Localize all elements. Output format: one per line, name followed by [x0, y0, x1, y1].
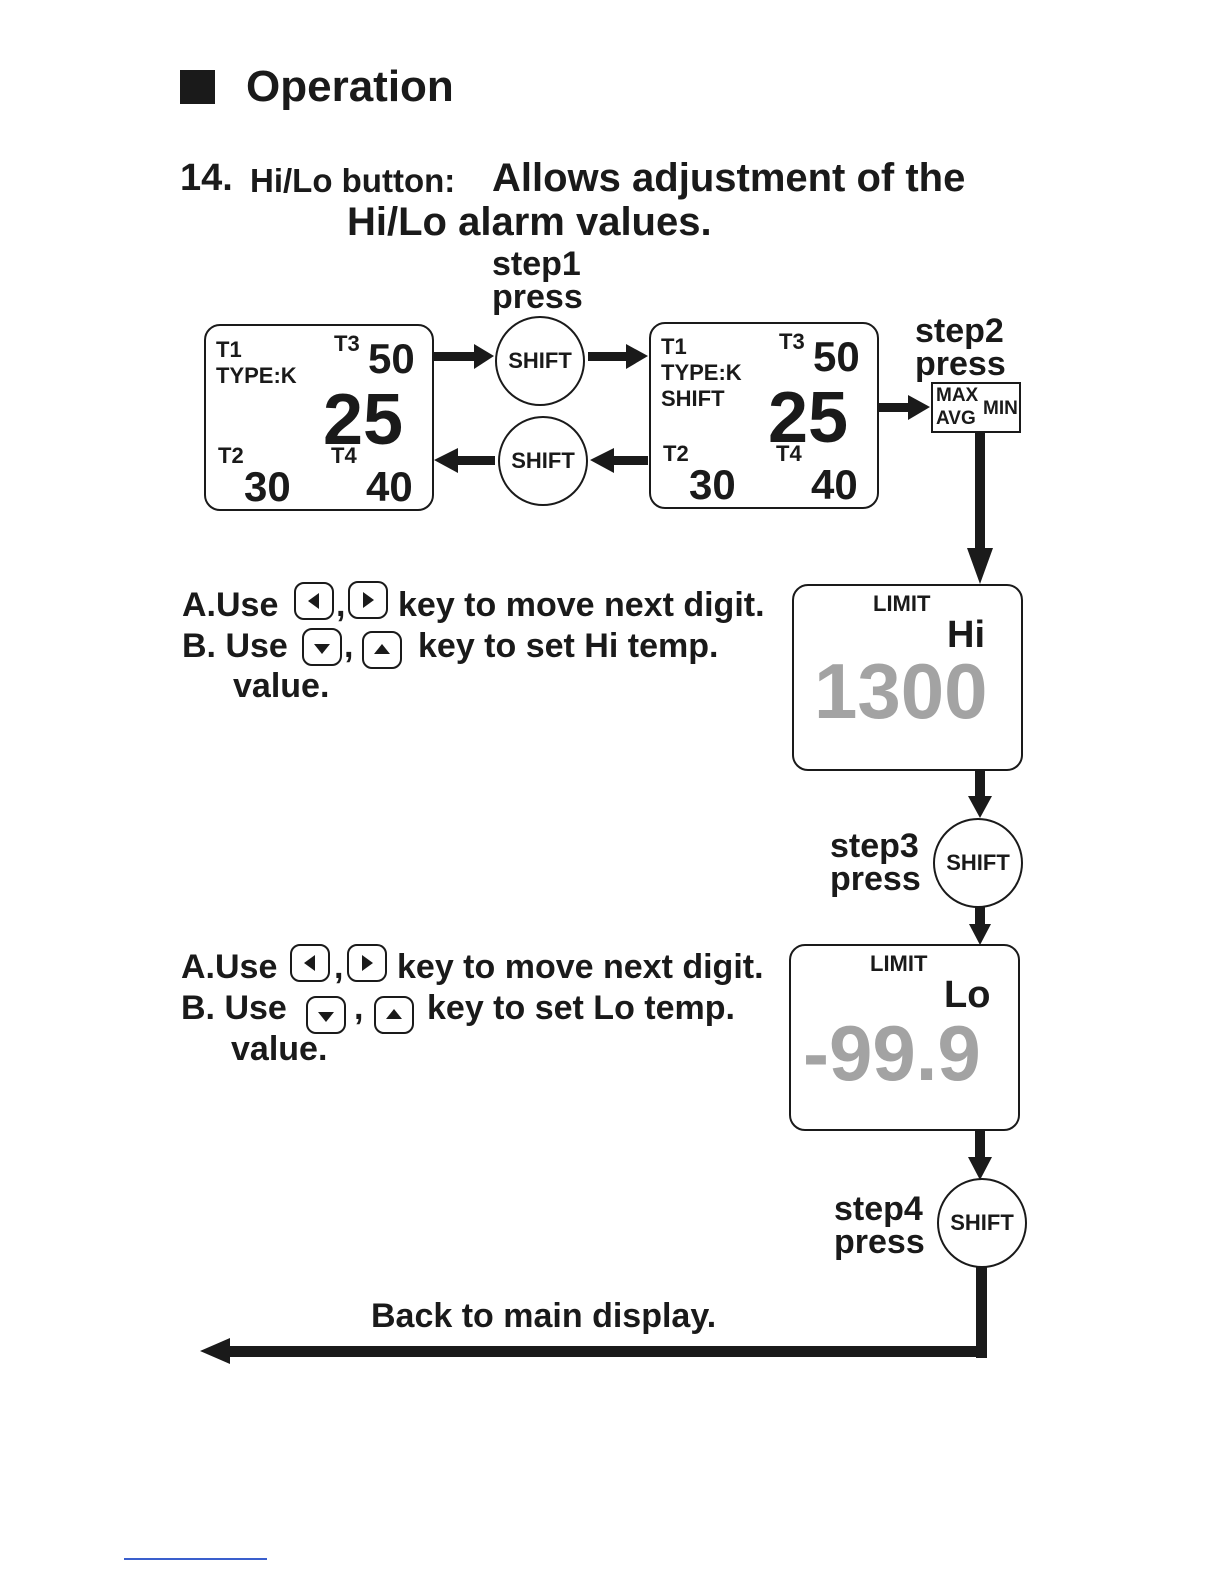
- limit-lo-display: LIMIT Lo -99.9: [789, 944, 1020, 1131]
- t3-value: 50: [368, 335, 415, 382]
- lo-instruction-comma-2: ,: [354, 989, 364, 1027]
- avg-label: AVG: [936, 408, 976, 429]
- item-description-line2: Hi/Lo alarm values.: [347, 200, 712, 244]
- max-avg-min-button[interactable]: MAX AVG MIN: [931, 382, 1021, 433]
- lo-instruction-b-prefix: B. Use: [181, 989, 287, 1027]
- step4-action: press: [834, 1223, 925, 1261]
- t2-label: T2: [218, 443, 244, 468]
- step3-label: step3 press: [830, 827, 921, 898]
- down-arrow-key-icon: [306, 996, 346, 1034]
- lo-instruction-b-line2: value.: [231, 1030, 328, 1068]
- shift-button-step1[interactable]: SHIFT: [495, 316, 585, 406]
- t3-label: T3: [334, 331, 360, 356]
- step3-action: press: [830, 860, 921, 898]
- right-arrow-key-icon: [348, 581, 388, 619]
- lo-instruction-b-suffix: key to set Lo temp.: [427, 989, 735, 1027]
- lcd-shift-display: T1 TYPE:K SHIFT T3 50 25 T2 30 T4 40: [649, 322, 879, 509]
- left-arrow-key-icon: [294, 582, 334, 620]
- item-description-line1: Allows adjustment of the: [492, 156, 966, 200]
- section-title: Operation: [246, 62, 454, 111]
- hi-instruction-b-suffix: key to set Hi temp.: [418, 627, 719, 665]
- type-label: TYPE:K: [661, 360, 742, 385]
- lo-mode-label: Lo: [944, 974, 991, 1016]
- right-arrow-key-icon: [347, 944, 387, 982]
- lcd-main-display: T1 TYPE:K T3 50 25 T2 30 T4 40: [204, 324, 434, 511]
- hi-mode-label: Hi: [947, 614, 985, 656]
- step1-action: press: [492, 278, 583, 316]
- t3-value: 50: [813, 333, 860, 380]
- lo-limit-value: -99.9: [803, 1009, 981, 1097]
- shift-button-return[interactable]: SHIFT: [498, 416, 588, 506]
- step2-name: step2: [915, 312, 1004, 350]
- hi-instruction-comma: ,: [336, 586, 346, 624]
- step2-label: step2 press: [915, 312, 1006, 383]
- hi-instruction-a-prefix: A.Use: [182, 586, 279, 624]
- step4-name: step4: [834, 1190, 923, 1228]
- max-label: MAX: [936, 385, 979, 406]
- lo-instruction-comma: ,: [334, 948, 344, 986]
- hi-instruction-comma-2: ,: [344, 627, 354, 665]
- hi-instruction-b-prefix: B. Use: [182, 627, 288, 665]
- shift-button-step3[interactable]: SHIFT: [933, 818, 1023, 908]
- step1-name: step1: [492, 245, 581, 283]
- t2-label: T2: [663, 441, 689, 466]
- limit-label: LIMIT: [870, 951, 928, 976]
- section-bullet-icon: [180, 70, 215, 104]
- item-button-name: Hi/Lo button:: [250, 162, 456, 199]
- t2-value: 30: [244, 463, 291, 510]
- t4-value: 40: [811, 461, 858, 508]
- t3-label: T3: [779, 329, 805, 354]
- shift-mode-label: SHIFT: [661, 386, 725, 411]
- hi-limit-value: 1300: [814, 647, 988, 735]
- down-arrow-key-icon: [302, 628, 342, 666]
- t4-label: T4: [776, 441, 802, 466]
- t4-label: T4: [331, 443, 357, 468]
- min-label: MIN: [983, 398, 1018, 419]
- limit-hi-display: LIMIT Hi 1300: [792, 584, 1023, 771]
- step1-label: step1 press: [492, 245, 583, 316]
- main-temperature: 25: [768, 378, 849, 458]
- up-arrow-key-icon: [362, 631, 402, 669]
- footer-rule: [124, 1558, 267, 1560]
- lo-instruction-a-suffix: key to move next digit.: [397, 948, 764, 986]
- t1-label: T1: [661, 334, 687, 359]
- t4-value: 40: [366, 463, 413, 510]
- limit-label: LIMIT: [873, 591, 931, 616]
- t2-value: 30: [689, 461, 736, 508]
- step2-action: press: [915, 345, 1006, 383]
- back-to-main-text: Back to main display.: [371, 1297, 717, 1335]
- left-arrow-key-icon: [290, 944, 330, 982]
- shift-button-step4[interactable]: SHIFT: [937, 1178, 1027, 1268]
- up-arrow-key-icon: [374, 996, 414, 1034]
- item-number: 14.: [180, 157, 233, 199]
- lo-instruction-a-prefix: A.Use: [181, 948, 278, 986]
- t1-label: T1: [216, 337, 242, 362]
- main-temperature: 25: [323, 380, 404, 460]
- type-label: TYPE:K: [216, 363, 297, 388]
- step4-label: step4 press: [834, 1190, 925, 1261]
- step3-name: step3: [830, 827, 919, 865]
- hi-instruction-a-suffix: key to move next digit.: [398, 586, 765, 624]
- hi-instruction-b-line2: value.: [233, 667, 330, 705]
